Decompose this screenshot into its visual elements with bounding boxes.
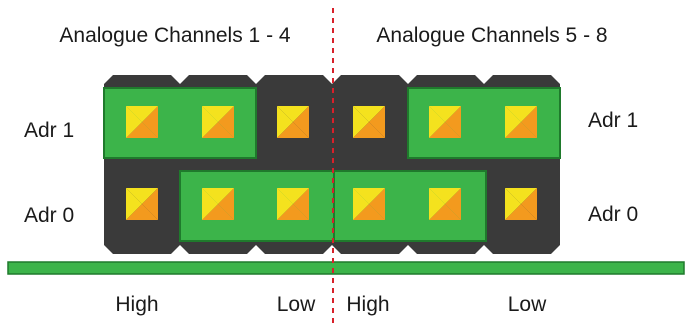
header-mid-4 — [332, 158, 408, 171]
pin-top-3 — [277, 106, 309, 138]
label-low-left: Low — [277, 293, 316, 316]
pin-top-4 — [353, 106, 385, 138]
label-low-right: Low — [508, 293, 547, 316]
label-adr0-left: Adr 0 — [24, 204, 74, 227]
header-mid-6 — [484, 158, 560, 171]
pin-bottom-1 — [126, 188, 158, 220]
label-high-left: High — [115, 293, 158, 316]
pin-top-6 — [505, 106, 537, 138]
title-left: Analogue Channels 1 - 4 — [59, 24, 290, 47]
pin-bottom-5 — [429, 188, 461, 220]
pin-bottom-4 — [353, 188, 385, 220]
pin-bottom-2 — [202, 188, 234, 220]
header-mid-1 — [104, 158, 180, 171]
pin-top-5 — [429, 106, 461, 138]
header-mid-5 — [408, 158, 484, 171]
pin-bottom-3 — [277, 188, 309, 220]
label-high-right: High — [346, 293, 389, 316]
title-right: Analogue Channels 5 - 8 — [376, 24, 607, 47]
header-mid-2 — [180, 158, 256, 171]
pin-top-1 — [126, 106, 158, 138]
pin-bottom-6 — [505, 188, 537, 220]
pin-top-2 — [202, 106, 234, 138]
header-mid-3 — [256, 158, 332, 171]
label-adr1-left: Adr 1 — [24, 119, 74, 142]
pcb-strip — [7, 261, 685, 275]
label-adr1-right: Adr 1 — [588, 109, 638, 132]
label-adr0-right: Adr 0 — [588, 203, 638, 226]
pins — [126, 106, 537, 220]
